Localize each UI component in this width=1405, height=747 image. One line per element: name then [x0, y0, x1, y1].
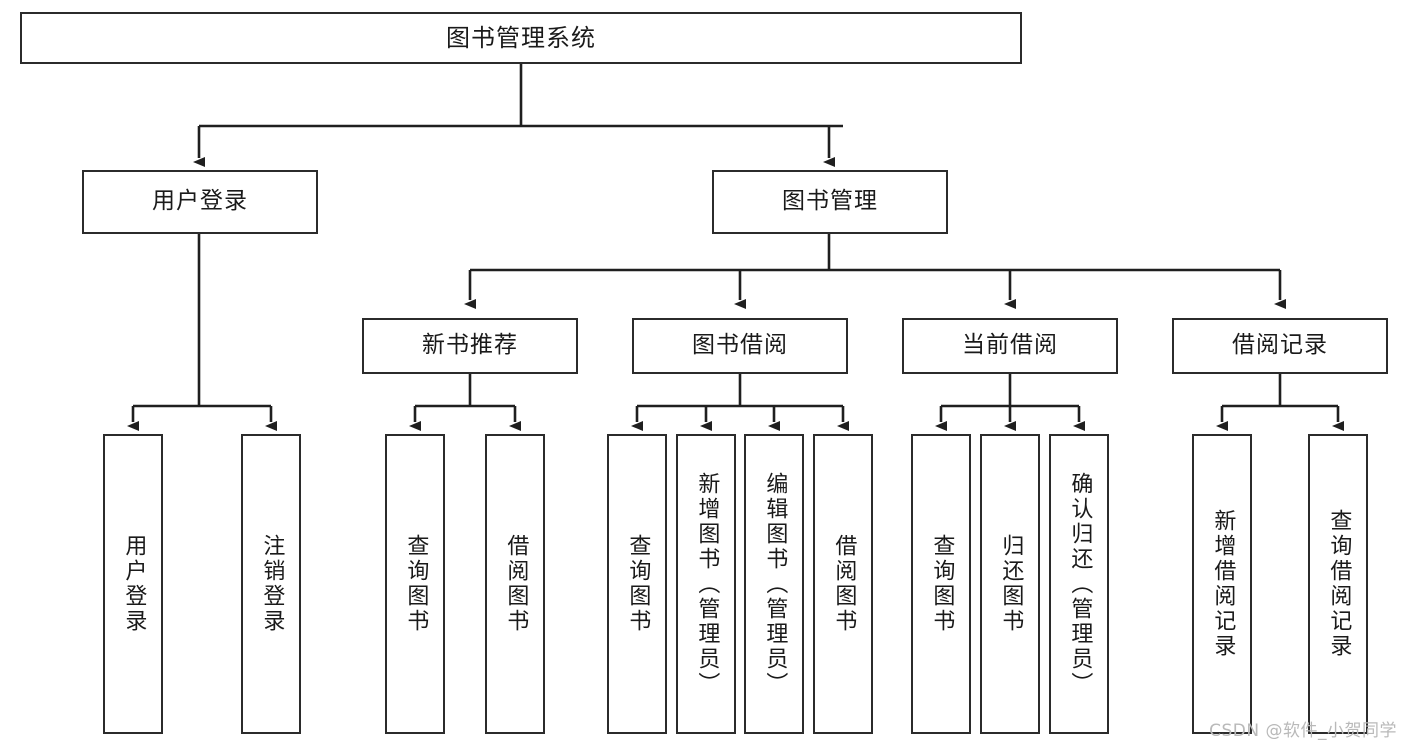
node-leaf-add-book[interactable]: 新增图书（管理员） [676, 434, 736, 734]
node-label: 编辑图书（管理员） [762, 471, 788, 697]
node-label: 归还图书 [998, 534, 1024, 634]
node-book-manage[interactable]: 图书管理 [712, 170, 948, 234]
node-label: 用户登录 [152, 188, 248, 215]
node-book-borrow[interactable]: 图书借阅 [632, 318, 848, 374]
node-leaf-edit-book[interactable]: 编辑图书（管理员） [744, 434, 804, 734]
node-label: 查询图书 [625, 534, 651, 634]
node-label: 图书管理系统 [446, 23, 596, 52]
node-leaf-query-book-1[interactable]: 查询图书 [385, 434, 445, 734]
node-label: 新增图书（管理员） [694, 471, 720, 697]
node-label: 查询图书 [403, 534, 429, 634]
node-label: 当前借阅 [962, 332, 1058, 359]
node-leaf-query-book-3[interactable]: 查询图书 [911, 434, 971, 734]
node-label: 新书推荐 [422, 332, 518, 359]
node-label: 图书借阅 [692, 332, 788, 359]
node-label: 查询借阅记录 [1326, 509, 1352, 659]
node-leaf-query-record[interactable]: 查询借阅记录 [1308, 434, 1368, 734]
node-label: 借阅图书 [503, 534, 529, 634]
node-user-login[interactable]: 用户登录 [82, 170, 318, 234]
node-new-book-rec[interactable]: 新书推荐 [362, 318, 578, 374]
node-root-system[interactable]: 图书管理系统 [20, 12, 1022, 64]
node-borrow-record[interactable]: 借阅记录 [1172, 318, 1388, 374]
node-leaf-logout[interactable]: 注销登录 [241, 434, 301, 734]
node-leaf-confirm-return[interactable]: 确认归还（管理员） [1049, 434, 1109, 734]
node-label: 确认归还（管理员） [1067, 471, 1093, 697]
node-label: 图书管理 [782, 188, 878, 215]
node-label: 注销登录 [259, 534, 285, 634]
node-leaf-borrow-book-1[interactable]: 借阅图书 [485, 434, 545, 734]
node-leaf-return-book[interactable]: 归还图书 [980, 434, 1040, 734]
node-label: 查询图书 [929, 534, 955, 634]
node-current-borrow[interactable]: 当前借阅 [902, 318, 1118, 374]
node-leaf-user-login[interactable]: 用户登录 [103, 434, 163, 734]
watermark-credit: CSDN @软件_小贺同学 [1209, 721, 1397, 741]
node-label: 新增借阅记录 [1210, 509, 1236, 659]
node-leaf-query-book-2[interactable]: 查询图书 [607, 434, 667, 734]
node-label: 用户登录 [121, 534, 147, 634]
node-leaf-add-record[interactable]: 新增借阅记录 [1192, 434, 1252, 734]
node-label: 借阅记录 [1232, 332, 1328, 359]
node-leaf-borrow-book-2[interactable]: 借阅图书 [813, 434, 873, 734]
node-label: 借阅图书 [831, 534, 857, 634]
